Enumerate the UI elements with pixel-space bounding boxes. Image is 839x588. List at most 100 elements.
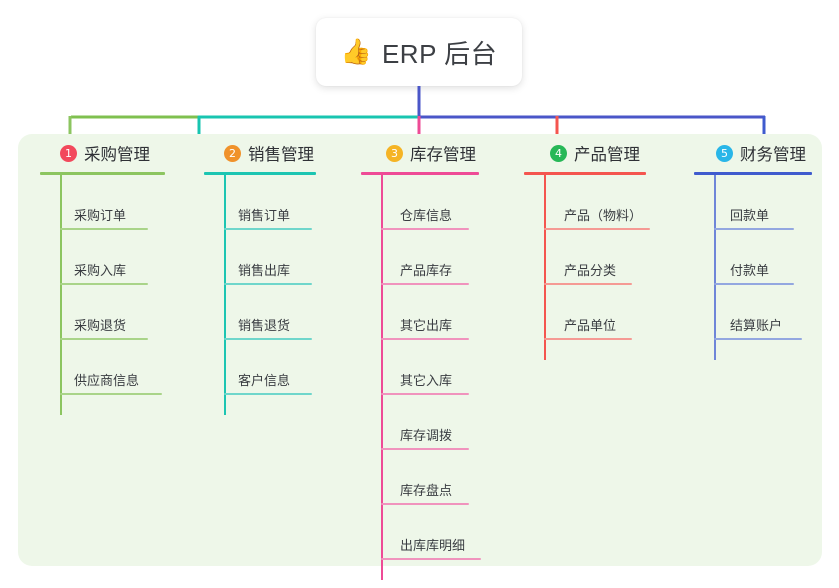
item-label: 产品（物料） (564, 208, 643, 223)
item-rule (714, 283, 794, 285)
list-item[interactable]: 产品（物料） (530, 175, 670, 230)
item-rule (224, 283, 312, 285)
item-rule (381, 228, 469, 230)
item-label: 仓库信息 (400, 208, 453, 223)
branch-badge-4: 4 (550, 144, 567, 162)
item-label: 产品库存 (400, 263, 453, 278)
branch-header-4[interactable]: 4 产品管理 (530, 134, 670, 172)
branches-panel (18, 134, 822, 566)
list-item[interactable]: 客户信息 (204, 340, 334, 395)
item-rule (381, 503, 469, 505)
branch-column-4: 4 产品管理 产品（物料） 产品分类 产品单位 (524, 134, 670, 360)
item-label: 其它出库 (400, 318, 453, 333)
item-label: 销售退货 (238, 318, 291, 333)
item-rule (544, 228, 650, 230)
branch-title-5: 财务管理 (740, 146, 806, 164)
list-item[interactable]: 回款单 (696, 175, 826, 230)
branch-rule-5 (694, 172, 812, 175)
list-item[interactable]: 采购订单 (40, 175, 185, 230)
item-label: 出库库明细 (400, 538, 466, 553)
branch-items-3: 仓库信息 产品库存 其它出库 其它入库 库存调拨 (366, 175, 501, 580)
branch-column-5: 5 财务管理 回款单 付款单 结算账户 (694, 134, 826, 360)
branch-spine-4 (544, 175, 546, 360)
list-item[interactable]: 采购退货 (40, 285, 185, 340)
list-item[interactable]: 销售订单 (204, 175, 334, 230)
branch-title-3: 库存管理 (410, 146, 476, 164)
item-rule (381, 283, 469, 285)
branch-items-2: 销售订单 销售出库 销售退货 客户信息 (204, 175, 334, 415)
branch-column-3: 3 库存管理 仓库信息 产品库存 其它出库 其它入库 (361, 134, 501, 580)
item-rule (544, 283, 632, 285)
item-label: 付款单 (730, 263, 770, 278)
branch-header-3[interactable]: 3 库存管理 (366, 134, 501, 172)
branch-rule-2 (204, 172, 316, 175)
branch-badge-3: 3 (386, 144, 403, 162)
branch-badge-2: 2 (224, 144, 241, 162)
item-rule (714, 228, 794, 230)
branch-spine-2 (224, 175, 226, 415)
branch-columns: 1 采购管理 采购订单 采购入库 采购退货 供应商信 (18, 134, 822, 580)
branch-title-2: 销售管理 (248, 146, 314, 164)
branch-spine-1 (60, 175, 62, 415)
branch-items-5: 回款单 付款单 结算账户 (696, 175, 826, 360)
item-label: 库存盘点 (400, 483, 453, 498)
branch-column-1: 1 采购管理 采购订单 采购入库 采购退货 供应商信 (40, 134, 185, 415)
list-item[interactable]: 产品分类 (530, 230, 670, 285)
item-label: 产品单位 (564, 318, 617, 333)
item-rule (381, 338, 469, 340)
thumbs-up-icon: 👍 (340, 37, 372, 66)
branch-badge-5: 5 (716, 144, 733, 162)
branch-rule-3 (361, 172, 479, 175)
item-label: 库存调拨 (400, 428, 453, 443)
item-rule (60, 338, 148, 340)
item-label: 客户信息 (238, 373, 291, 388)
branch-header-1[interactable]: 1 采购管理 (40, 134, 185, 172)
item-label: 采购订单 (74, 208, 127, 223)
item-rule (381, 558, 481, 560)
branch-title-1: 采购管理 (84, 146, 150, 164)
item-rule (714, 338, 802, 340)
item-label: 销售订单 (238, 208, 291, 223)
item-rule (544, 338, 632, 340)
list-item[interactable]: 供应商信息 (40, 340, 185, 395)
item-rule (60, 283, 148, 285)
item-rule (60, 228, 148, 230)
list-item[interactable]: 其它出库 (366, 285, 501, 340)
list-item[interactable]: 销售退货 (204, 285, 334, 340)
branch-title-4: 产品管理 (574, 146, 640, 164)
branch-header-2[interactable]: 2 销售管理 (204, 134, 334, 172)
item-rule (224, 228, 312, 230)
list-item[interactable]: 仓库信息 (366, 175, 501, 230)
item-label: 产品分类 (564, 263, 617, 278)
branch-spine-3 (381, 175, 383, 580)
list-item[interactable]: 库存调拨 (366, 395, 501, 450)
branch-rule-1 (40, 172, 165, 175)
item-label: 采购入库 (74, 263, 127, 278)
branch-header-5[interactable]: 5 财务管理 (696, 134, 826, 172)
item-label: 销售出库 (238, 263, 291, 278)
item-label: 采购退货 (74, 318, 127, 333)
root-node[interactable]: 👍 ERP 后台 (316, 18, 522, 86)
list-item[interactable]: 库存盘点 (366, 450, 501, 505)
item-rule (224, 338, 312, 340)
root-title: ERP 后台 (381, 38, 498, 69)
list-item[interactable]: 销售出库 (204, 230, 334, 285)
item-rule (60, 393, 162, 395)
branch-badge-1: 1 (60, 144, 77, 162)
branch-items-1: 采购订单 采购入库 采购退货 供应商信息 (40, 175, 185, 415)
item-label: 供应商信息 (74, 373, 140, 388)
branch-spine-5 (714, 175, 716, 360)
item-rule (381, 393, 469, 395)
list-item[interactable]: 产品库存 (366, 230, 501, 285)
list-item[interactable]: 结算账户 (696, 285, 826, 340)
branch-rule-4 (524, 172, 646, 175)
list-item[interactable]: 出库库明细 (366, 505, 501, 560)
list-item[interactable]: 产品单位 (530, 285, 670, 340)
list-item[interactable]: 其它入库 (366, 340, 501, 395)
list-item[interactable]: 采购入库 (40, 230, 185, 285)
branch-column-2: 2 销售管理 销售订单 销售出库 销售退货 客户信息 (204, 134, 334, 415)
list-item[interactable]: 付款单 (696, 230, 826, 285)
item-rule (224, 393, 312, 395)
item-rule (381, 448, 469, 450)
